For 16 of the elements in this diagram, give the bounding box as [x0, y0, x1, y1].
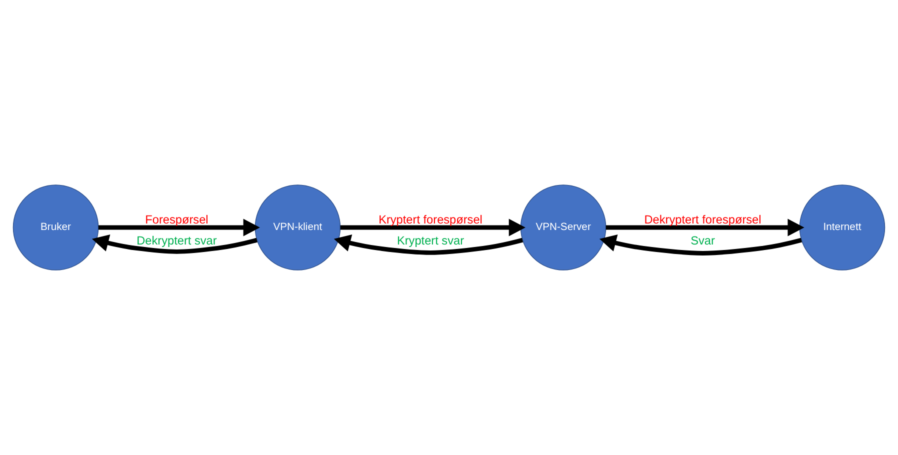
- edge-label: Kryptert forespørsel: [378, 212, 482, 227]
- node-circle: Internett: [799, 184, 886, 270]
- node-circle: VPN-Server: [520, 184, 606, 270]
- arrow: [606, 218, 804, 236]
- arrow: [334, 234, 524, 255]
- edge-label: Kryptert svar: [396, 233, 464, 248]
- edge-label: Svar: [690, 233, 715, 248]
- arrow: [599, 234, 802, 256]
- edge-label: Forespørsel: [145, 212, 208, 227]
- arrow: [98, 218, 260, 236]
- node-circle: Bruker: [12, 184, 99, 270]
- node-circle: VPN-klient: [254, 184, 341, 270]
- edge-label: Dekryptert svar: [136, 233, 217, 248]
- edge-label: Dekryptert forespørsel: [644, 212, 762, 227]
- arrow: [92, 234, 258, 254]
- arrow: [340, 218, 526, 236]
